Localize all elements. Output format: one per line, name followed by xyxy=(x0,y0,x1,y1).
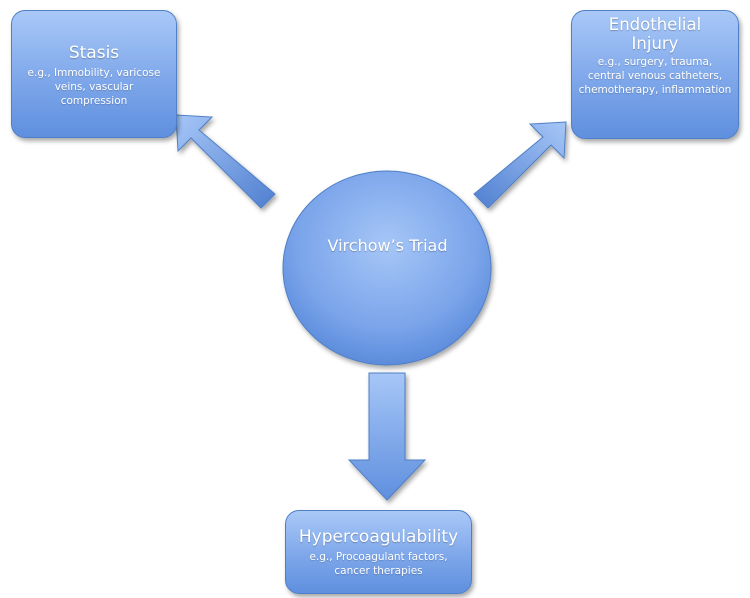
stasis-box: Stasis e.g., Immobility, varicose veins,… xyxy=(11,10,177,138)
endothelial-injury-box: Endothelial Injury e.g., surgery, trauma… xyxy=(571,10,739,139)
stasis-detail: e.g., Immobility, varicose veins, vascul… xyxy=(27,67,161,107)
endothelial-injury-title-line2: Injury xyxy=(631,34,679,53)
hypercoagulability-detail: e.g., Procoagulant factors, cancer thera… xyxy=(309,550,448,577)
virchows-triad-label: Virchow’s Triad xyxy=(327,236,448,255)
arrow-to-stasis xyxy=(175,114,276,209)
endothelial-injury-title-line1: Endothelial xyxy=(608,15,702,34)
arrow-to-endothelial-injury xyxy=(473,121,567,209)
endothelial-injury-detail: e.g., surgery, trauma, central venous ca… xyxy=(578,56,732,96)
hypercoagulability-box: Hypercoagulability e.g., Procoagulant fa… xyxy=(285,510,472,594)
arrow-to-hypercoagulability xyxy=(347,372,427,501)
hypercoagulability-title: Hypercoagulability xyxy=(298,526,459,547)
virchows-triad-circle xyxy=(282,170,492,366)
stasis-title: Stasis xyxy=(68,43,120,63)
